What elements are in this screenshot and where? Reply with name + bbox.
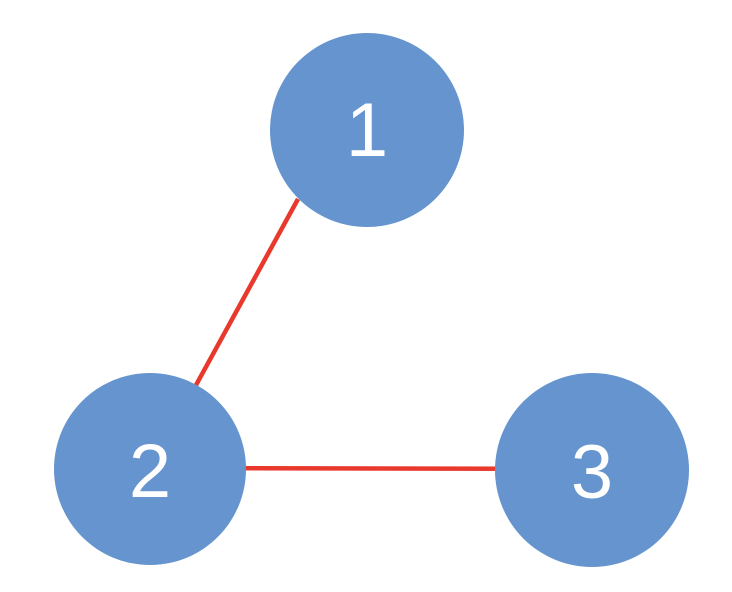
node-3-label: 3 — [571, 430, 613, 515]
node-1-circle — [270, 33, 464, 227]
node-2-label: 2 — [129, 429, 171, 514]
node-2-circle — [54, 373, 246, 565]
node-1-label: 1 — [346, 88, 388, 173]
node-3-circle — [495, 373, 689, 567]
